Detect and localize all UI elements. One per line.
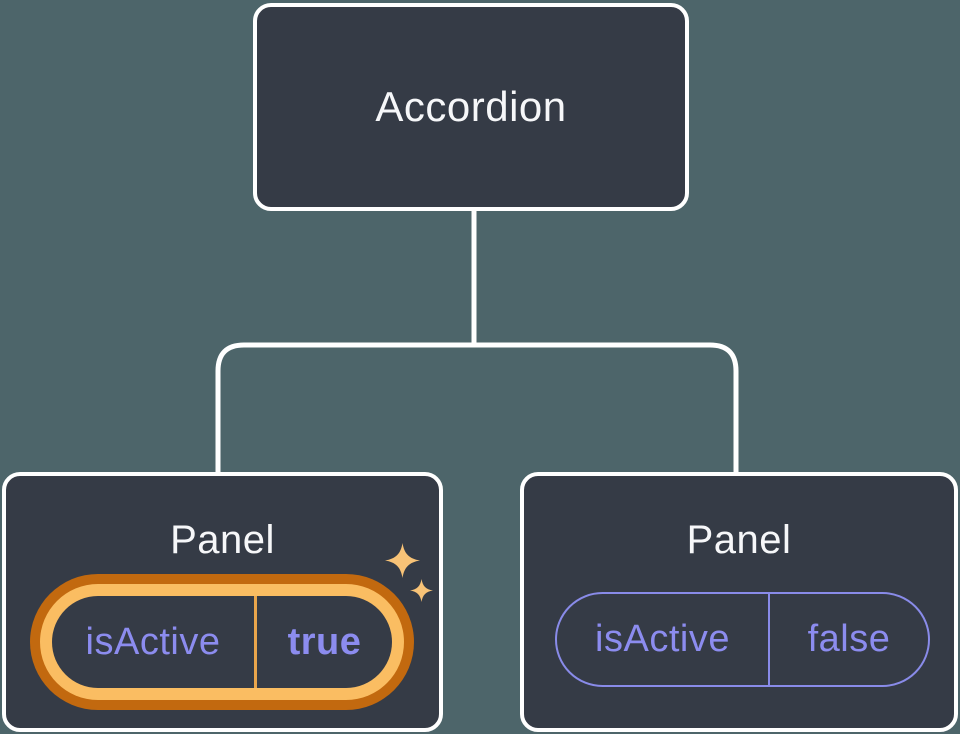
prop-value-cell: false [807, 618, 891, 660]
accordion-node-label: Accordion [375, 83, 567, 130]
prop-value-cell: true [287, 620, 362, 663]
prop-pill-active: isActive true [52, 596, 392, 688]
panel-node-label: Panel [170, 518, 275, 562]
prop-name-cell: isActive [557, 594, 770, 685]
panel-node-label: Panel [686, 518, 792, 562]
sparkle-icon-small [410, 579, 433, 602]
panel-node-inactive: Panel isActive false [520, 472, 958, 732]
prop-name-cell: isActive [52, 596, 257, 688]
prop-pill-inactive: isActive false [555, 592, 930, 687]
accordion-node: Accordion [253, 3, 689, 211]
panel-node-active: Panel isActive true [2, 472, 443, 732]
